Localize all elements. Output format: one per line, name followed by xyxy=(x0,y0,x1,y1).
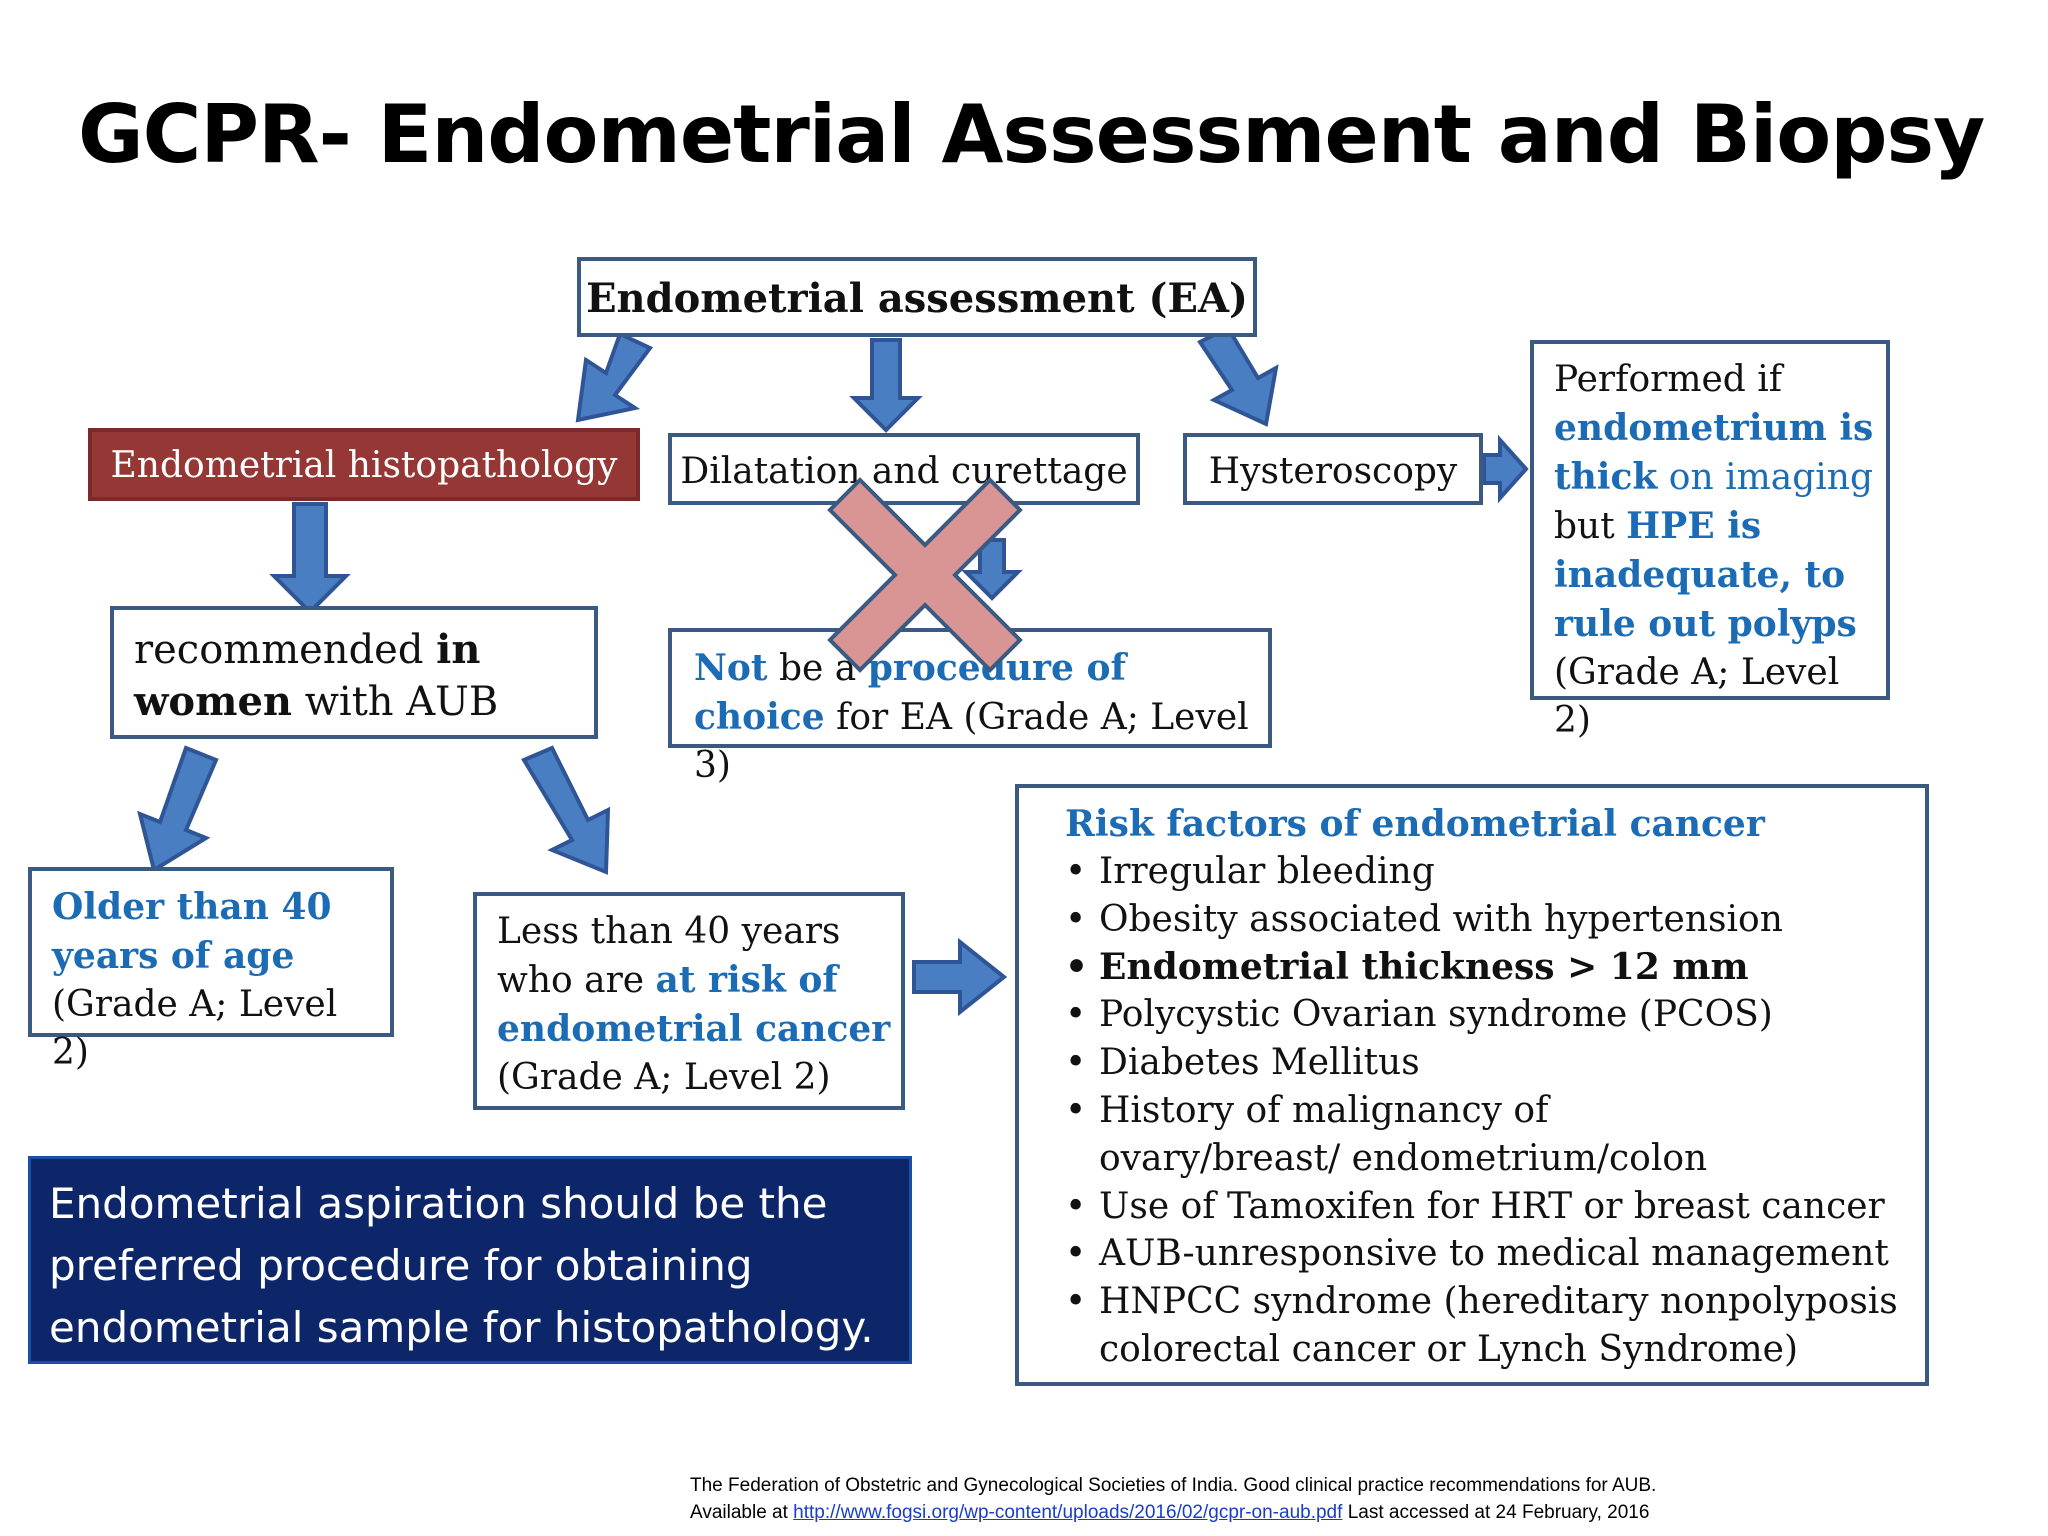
citation-line1: The Federation of Obstetric and Gynecolo… xyxy=(690,1475,1657,1496)
risk-item: Irregular bleeding xyxy=(1059,848,1905,896)
performed-p2: endometrium is thick xyxy=(1554,407,1874,498)
older-o2: (Grade A; Level 2) xyxy=(52,984,338,1073)
less-l3: (Grade A; Level 2) xyxy=(497,1057,831,1098)
recommended-r1: recommended xyxy=(134,627,424,673)
arrow-ea-to-dc xyxy=(849,338,923,433)
not-choice-n4: for EA (Grade A; Level 3) xyxy=(694,697,1249,786)
dc-box: Dilatation and curettage xyxy=(668,433,1140,505)
citation-available: Available at xyxy=(690,1502,788,1523)
performed-p3: on imaging xyxy=(1668,457,1874,498)
ea-label: Endometrial assessment (EA) xyxy=(586,275,1248,322)
recommended-text: recommended in women with AUB xyxy=(134,624,584,728)
performed-p4: but xyxy=(1554,506,1615,547)
older-o1: Older than 40 years of age xyxy=(52,886,332,977)
histopathology-label: Endometrial histopathology xyxy=(110,445,618,486)
risk-item: History of malignancy of ovary/breast/ e… xyxy=(1059,1087,1905,1183)
histopathology-box: Endometrial histopathology xyxy=(88,428,640,501)
hysteroscopy-label: Hysteroscopy xyxy=(1208,451,1458,492)
older-than-40-text: Older than 40 years of age (Grade A; Lev… xyxy=(52,883,380,1077)
risk-item: Obesity associated with hypertension xyxy=(1059,896,1905,944)
less-than-40-text: Less than 40 years who are at risk of en… xyxy=(497,908,893,1102)
aspiration-text: Endometrial aspiration should be the pre… xyxy=(49,1179,874,1352)
risk-factors-box: Risk factors of endometrial cancer Irreg… xyxy=(1015,784,1929,1386)
risk-heading: Risk factors of endometrial cancer xyxy=(1065,803,1765,845)
performed-p7: (Grade A; Level 2) xyxy=(1554,652,1840,741)
citation-link[interactable]: http://www.fogsi.org/wp-content/uploads/… xyxy=(793,1502,1343,1523)
less-than-40-box: Less than 40 years who are at risk of en… xyxy=(473,892,905,1110)
performed-p5: HPE is inadequate xyxy=(1554,505,1780,596)
citation-line2: Available at http://www.fogsi.org/wp-con… xyxy=(690,1499,1656,1526)
performed-if-text: Performed if endometrium is thick on ima… xyxy=(1554,356,1878,745)
citation-footer: The Federation of Obstetric and Gynecolo… xyxy=(690,1472,1656,1526)
arrow-less-to-risk xyxy=(912,937,1008,1017)
risk-item: Use of Tamoxifen for HRT or breast cance… xyxy=(1059,1183,1905,1231)
ea-box: Endometrial assessment (EA) xyxy=(577,257,1257,337)
slide-title: GCPR- Endometrial Assessment and Biopsy xyxy=(78,88,1985,181)
recommended-box: recommended in women with AUB xyxy=(110,606,598,739)
citation-accessed: Last accessed at 24 February, 2016 xyxy=(1347,1502,1650,1523)
dc-label: Dilatation and curettage xyxy=(680,451,1128,492)
arrow-dc-to-not-choice xyxy=(961,538,1023,601)
not-choice-text: Not be a procedure of choice for EA (Gra… xyxy=(694,644,1258,790)
aspiration-callout: Endometrial aspiration should be the pre… xyxy=(28,1156,912,1364)
performed-if-box: Performed if endometrium is thick on ima… xyxy=(1530,340,1890,741)
arrow-ea-to-hysteroscopy xyxy=(1197,325,1279,427)
less-l2: at risk of endometrial cancer xyxy=(497,959,891,1050)
arrow-histopathology-to-recommended xyxy=(269,502,351,615)
older-than-40-box: Older than 40 years of age (Grade A; Lev… xyxy=(28,867,394,1073)
arrow-recommended-to-less xyxy=(521,745,611,875)
risk-item: HNPCC syndrome (hereditary nonpolyposis … xyxy=(1059,1278,1905,1374)
arrow-ea-to-histopathology xyxy=(575,331,654,423)
recommended-r3: with AUB xyxy=(304,679,499,725)
risk-item: Polycystic Ovarian syndrome (PCOS) xyxy=(1059,991,1905,1039)
recommended-r2: in women xyxy=(134,626,481,725)
performed-p1: Performed if xyxy=(1554,359,1783,400)
risk-list: Irregular bleeding Obesity associated wi… xyxy=(1059,848,1905,1374)
less-l1: Less than 40 years who are xyxy=(497,911,841,1001)
risk-item: AUB-unresponsive to medical management xyxy=(1059,1230,1905,1278)
not-choice-n1: Not xyxy=(694,647,768,689)
cross-mark-icon xyxy=(827,477,1023,673)
risk-item: Diabetes Mellitus xyxy=(1059,1039,1905,1087)
arrow-hysteroscopy-to-performed xyxy=(1482,434,1529,504)
arrow-recommended-to-older xyxy=(137,745,219,874)
risk-item: Endometrial thickness > 12 mm xyxy=(1059,944,1905,992)
performed-p6: , to rule out polyps xyxy=(1554,554,1857,645)
hysteroscopy-box: Hysteroscopy xyxy=(1183,433,1483,505)
